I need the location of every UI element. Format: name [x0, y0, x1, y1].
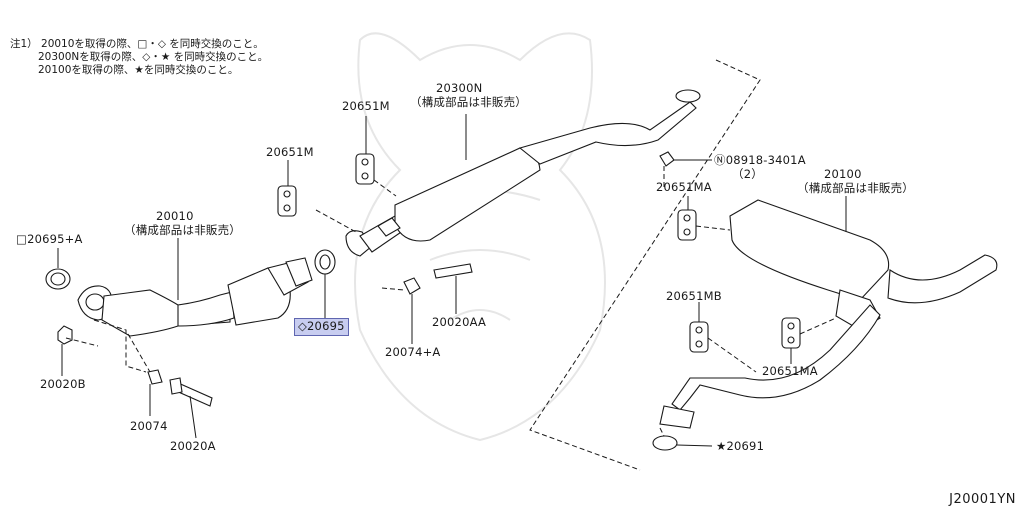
label-20651mb[interactable]: 20651MB: [666, 289, 722, 303]
label-20010[interactable]: 20010: [156, 209, 194, 223]
leader-lines: [57, 114, 847, 447]
label-20651m-top[interactable]: 20651M: [342, 99, 390, 113]
label-20074[interactable]: 20074: [130, 419, 168, 433]
label-20651ma-top[interactable]: 20651MA: [656, 180, 712, 194]
label-20020aa[interactable]: 20020AA: [432, 315, 487, 329]
label-20100[interactable]: 20100: [824, 167, 862, 181]
note-line-1: 注1） 20010を取得の際、□・◇ を同時交換のこと。: [10, 38, 264, 50]
note-line-3: 20100を取得の際、★を同時交換のこと。: [38, 64, 239, 76]
label-20300n-sub: （構成部品は非販売）: [410, 95, 527, 109]
ring-gasket-20695: [314, 249, 336, 275]
label-20695-highlighted[interactable]: ◇20695: [294, 318, 349, 336]
nut-20020b: [57, 325, 73, 345]
stud-20020a: [169, 377, 213, 407]
hanger-20651m-a: [355, 153, 375, 185]
front-catalyst-pipe: [77, 257, 313, 337]
hanger-20651ma-b: [781, 317, 801, 349]
label-20010-sub: （構成部品は非販売）: [124, 223, 241, 237]
hanger-20651m-b: [277, 185, 297, 217]
center-muffler-20300n: [345, 89, 701, 257]
bolt-20020aa: [433, 263, 473, 279]
label-20100-sub: （構成部品は非販売）: [797, 181, 914, 195]
label-20651m-left[interactable]: 20651M: [266, 145, 314, 159]
label-20651ma-bottom[interactable]: 20651MA: [762, 364, 818, 378]
diagram-code: J20001YN: [949, 492, 1016, 507]
label-20020a[interactable]: 20020A: [170, 439, 216, 453]
nut-20074a: [403, 277, 421, 295]
ring-gasket-20691: [652, 435, 678, 451]
label-08918-3401a[interactable]: Ⓝ08918-3401A: [714, 153, 806, 167]
replacement-notes: 注1） 20010を取得の際、□・◇ を同時交換のこと。 20300Nを取得の際…: [10, 38, 268, 77]
gasket-20695a: [45, 268, 71, 290]
label-08918-qty: （2）: [732, 167, 763, 181]
hanger-20651mb: [689, 321, 709, 353]
bolt-08918: [659, 151, 675, 167]
label-20691[interactable]: ★20691: [716, 439, 765, 453]
label-20300n[interactable]: 20300N: [436, 81, 483, 95]
note-line-2: 20300Nを取得の際、◇・★ を同時交換のこと。: [38, 51, 269, 63]
assembly-dashed-lines: [65, 59, 837, 471]
label-20020b[interactable]: 20020B: [40, 377, 86, 391]
bolt-20074: [147, 369, 163, 385]
main-muffler-20100: [659, 199, 998, 429]
label-20074a[interactable]: 20074+A: [385, 345, 441, 359]
label-20695a[interactable]: □20695+A: [16, 232, 83, 246]
hanger-20651ma-a: [677, 209, 697, 241]
